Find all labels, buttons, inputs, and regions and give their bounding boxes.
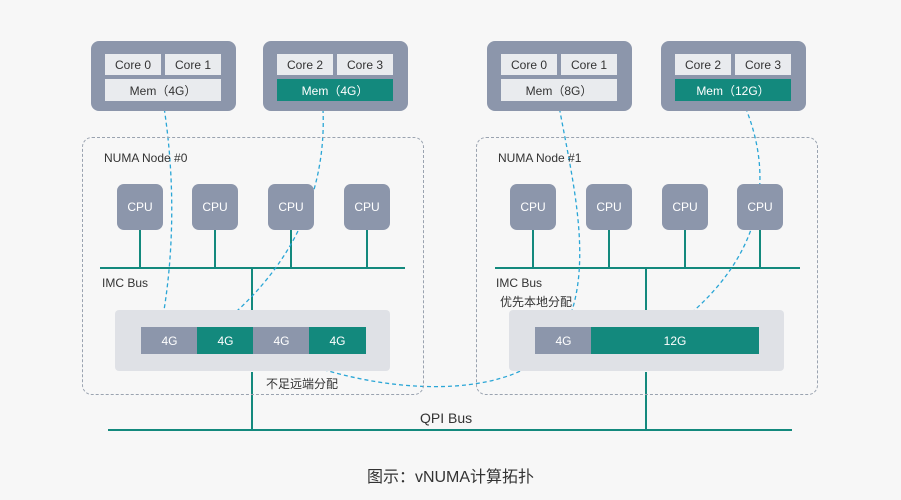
core-label: Core 1 <box>561 54 617 75</box>
qpi-bus-label: QPI Bus <box>420 410 473 426</box>
memory-cell: 4G <box>309 327 366 354</box>
core-label: Core 3 <box>337 54 393 75</box>
vm-box-4: Core 2 Core 3 Mem（12G） <box>661 41 806 111</box>
cpu-box: CPU <box>510 184 556 230</box>
vm-memory: Mem（4G） <box>277 79 393 101</box>
cpu-box: CPU <box>737 184 783 230</box>
core-label: Core 2 <box>675 54 731 75</box>
vm-box-2: Core 2 Core 3 Mem（4G） <box>263 41 408 111</box>
imc-bus-label: IMC Bus <box>102 276 149 290</box>
core-label: Core 2 <box>277 54 333 75</box>
vm-box-3: Core 0 Core 1 Mem（8G） <box>487 41 632 111</box>
node-title: NUMA Node #1 <box>498 151 582 165</box>
cpu-box: CPU <box>586 184 632 230</box>
core-label: Core 0 <box>105 54 161 75</box>
core-label: Core 1 <box>165 54 221 75</box>
numa-node-0 <box>82 137 424 395</box>
figure-caption: 图示：vNUMA计算拓扑 <box>366 469 535 486</box>
core-label: Core 3 <box>735 54 791 75</box>
vm-memory: Mem（12G） <box>675 79 791 101</box>
remote-allocation-note: 不足远端分配 <box>266 377 339 391</box>
cpu-box: CPU <box>117 184 163 230</box>
memory-cell: 4G <box>141 327 198 354</box>
vm-memory: Mem（8G） <box>501 79 617 101</box>
memory-cell: 4G <box>253 327 310 354</box>
core-label: Core 0 <box>501 54 557 75</box>
arrow-vm3-to-node1 <box>556 94 581 327</box>
imc-bus-label: IMC Bus <box>496 276 543 290</box>
vm-box-1: Core 0 Core 1 Mem（4G） <box>91 41 236 111</box>
cpu-box: CPU <box>662 184 708 230</box>
numa-node-1 <box>476 137 818 395</box>
local-allocation-note: 优先本地分配 <box>500 295 573 309</box>
arrow-remote-allocation <box>282 351 550 388</box>
vm-memory: Mem（4G） <box>105 79 221 101</box>
memory-cell: 4G <box>535 327 592 354</box>
cpu-box: CPU <box>344 184 390 230</box>
cpu-box: CPU <box>268 184 314 230</box>
cpu-box: CPU <box>192 184 238 230</box>
arrow-vm1-to-node0 <box>158 94 173 325</box>
memory-cell: 12G <box>591 327 759 354</box>
node-title: NUMA Node #0 <box>104 151 188 165</box>
memory-cell: 4G <box>197 327 254 354</box>
